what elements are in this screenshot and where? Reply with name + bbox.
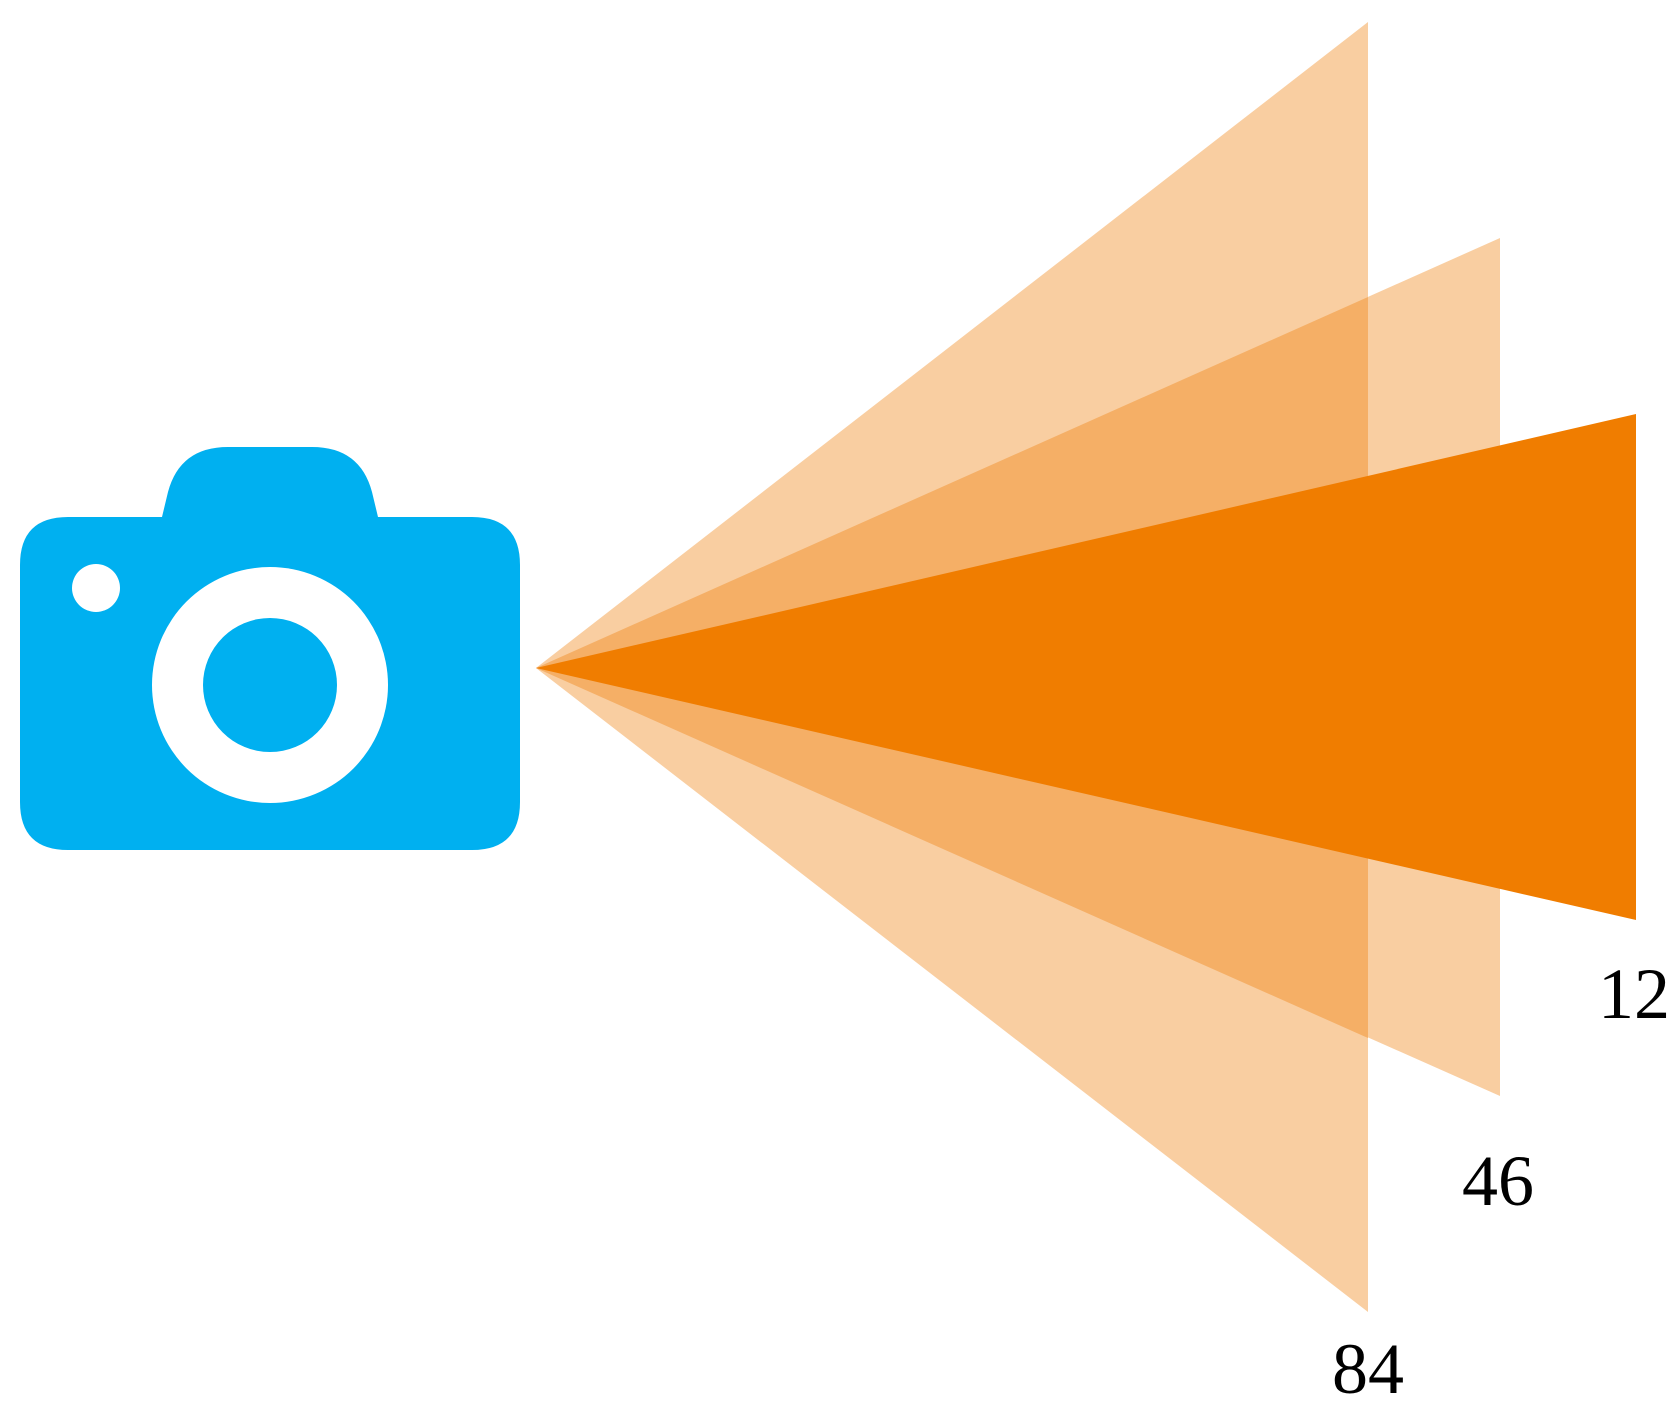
camera-icon — [20, 447, 520, 850]
camera-lens-icon — [203, 618, 337, 752]
fov-label-84: 84 — [1332, 1329, 1404, 1409]
camera-flash-icon — [72, 564, 120, 612]
fov-label-12: 12 — [1598, 954, 1670, 1034]
fov-labels: 84 46 12 — [1332, 954, 1670, 1409]
fov-cone-12 — [536, 414, 1636, 920]
fov-label-46: 46 — [1462, 1141, 1534, 1221]
fov-cones — [536, 22, 1636, 1312]
